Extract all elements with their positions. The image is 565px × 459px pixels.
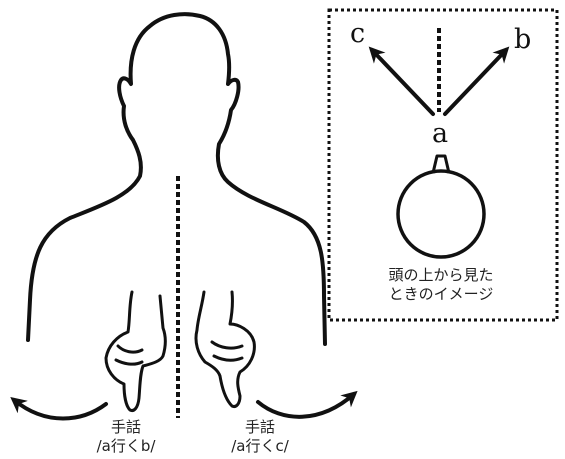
inset-caption-line2: ときのイメージ (370, 285, 512, 304)
right-hand (196, 292, 254, 407)
right-sign-gloss: /a行くc/ (208, 437, 312, 456)
arrow-to-c (372, 50, 433, 114)
inset-caption-line1: 頭の上から見た (370, 266, 512, 285)
label-a: a (432, 120, 448, 147)
right-sign-caption: 手話 /a行くc/ (208, 418, 312, 456)
right-sign-word: 手話 (208, 418, 312, 437)
right-curved-arrow (258, 394, 354, 417)
inset-caption: 頭の上から見た ときのイメージ (370, 266, 512, 304)
left-sign-caption: 手話 /a行くb/ (74, 418, 178, 456)
left-sign-gloss: /a行くb/ (74, 437, 178, 456)
label-b: b (514, 26, 531, 53)
left-hand (106, 292, 165, 411)
left-sign-word: 手話 (74, 418, 178, 437)
arrow-to-b (445, 50, 506, 114)
left-curved-arrow (14, 400, 106, 419)
label-c: c (350, 20, 365, 47)
head-top-view (398, 171, 484, 257)
